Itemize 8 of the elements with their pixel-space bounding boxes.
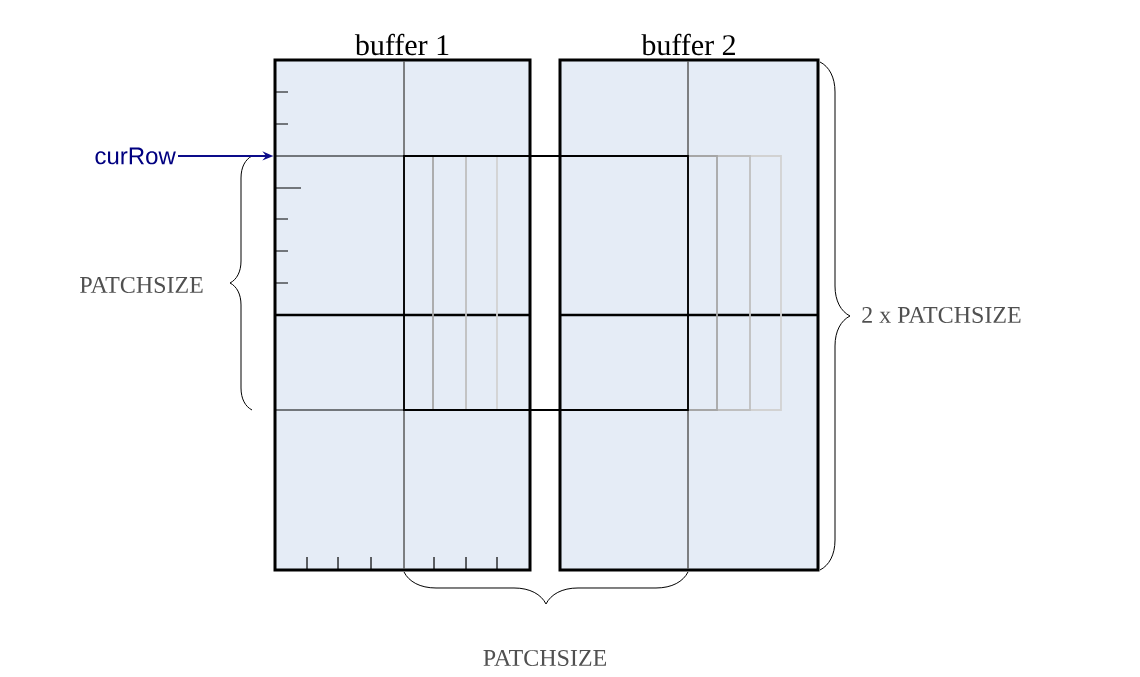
dimension-label: 2 x PATCHSIZE — [862, 306, 1021, 324]
dimension-label: PATCHSIZE — [80, 276, 203, 294]
node-label: buffer 2 — [641, 33, 735, 56]
buffer-box: buffer 1 — [273, 33, 532, 572]
node-label: buffer 1 — [354, 33, 449, 56]
pointer-label: curRow — [95, 147, 176, 165]
dimension-label: PATCHSIZE — [483, 649, 607, 667]
buffer-box: buffer 2 — [558, 33, 820, 572]
